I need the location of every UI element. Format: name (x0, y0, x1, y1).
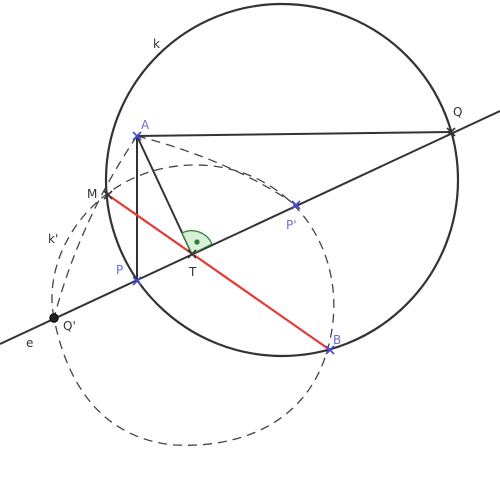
point-a (132, 131, 142, 141)
point-t (187, 249, 197, 259)
label-p-prime: P' (286, 218, 297, 232)
label-p: P (116, 263, 123, 277)
label-t: T (188, 265, 197, 279)
point-p-prime (291, 200, 301, 210)
point-m (103, 190, 113, 200)
arc-a-p-prime (136, 135, 297, 206)
segment-a-q (136, 131, 452, 137)
circle-k (104, 2, 460, 358)
arc-a-q-prime (53, 135, 138, 319)
line-e (0, 110, 500, 345)
label-k: k (153, 37, 160, 51)
segment-m-b (107, 194, 331, 351)
label-a: A (141, 118, 150, 132)
label-q: Q (453, 105, 462, 119)
label-q-prime: Q' (63, 319, 76, 333)
point-q (446, 127, 456, 137)
label-m: M (87, 187, 97, 201)
label-b: B (333, 333, 341, 347)
point-p (132, 276, 142, 286)
label-e: e (26, 336, 33, 350)
label-k-prime: k' (48, 232, 58, 246)
point-q-prime (49, 313, 59, 323)
point-b (325, 345, 335, 355)
angle-dot (194, 239, 200, 245)
arc-k-prime (51, 164, 335, 446)
